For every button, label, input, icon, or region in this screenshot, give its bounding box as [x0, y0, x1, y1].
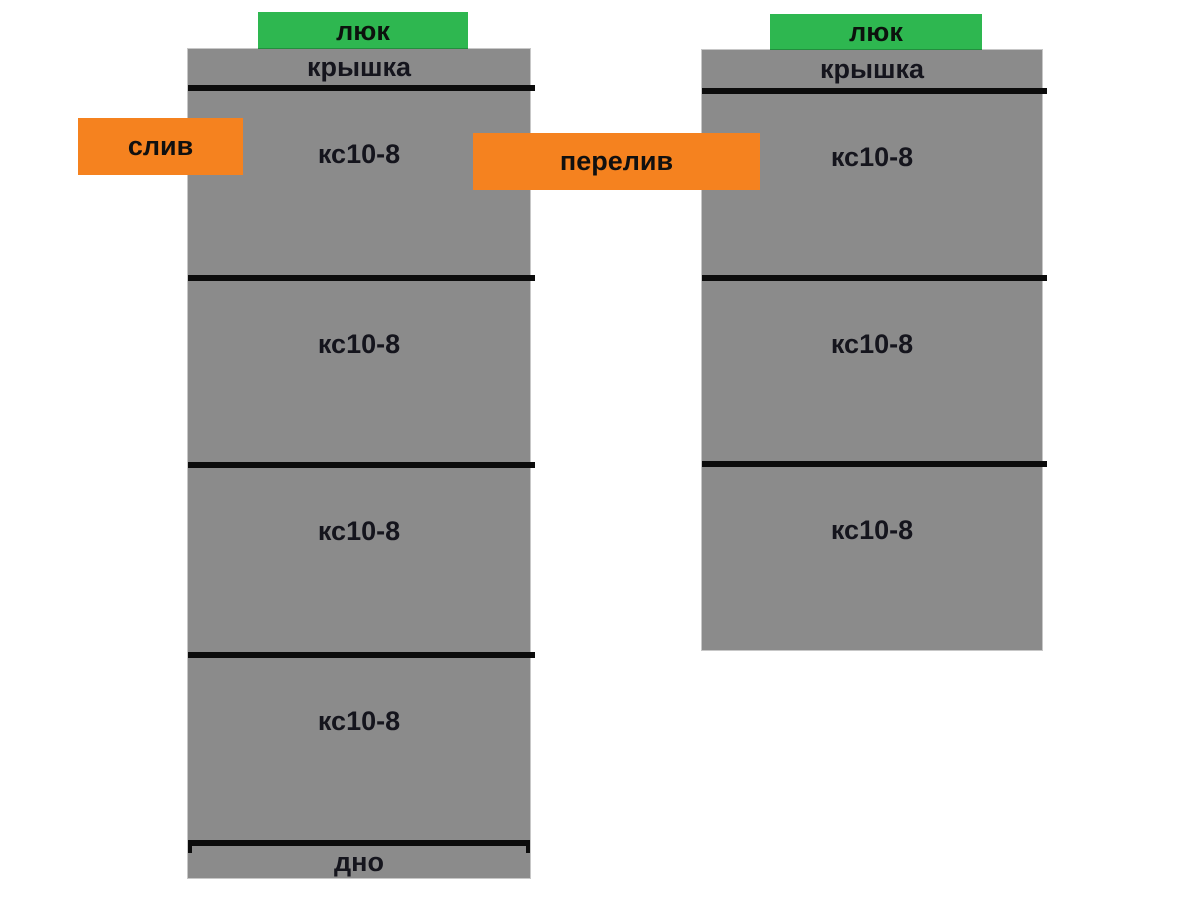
left-cover-label: крышка: [306, 51, 412, 82]
right-joint-line-3: [702, 461, 1047, 467]
left-ring-segment-1: кс10-8: [188, 91, 530, 275]
left-bottom-label: дно: [334, 846, 384, 877]
drain-label: слив: [127, 131, 194, 161]
left-ring-label-3: кс10-8: [317, 516, 401, 546]
right-joint-line-2: [702, 275, 1047, 281]
right-cover-segment: крышка: [702, 50, 1042, 88]
left-ring-segment-2: кс10-8: [188, 281, 530, 462]
right-ring-segment-2: кс10-8: [702, 281, 1042, 461]
left-ring-label-2: кс10-8: [317, 329, 401, 359]
left-ring-segment-4: кс10-8: [188, 658, 530, 840]
right-ring-label-3: кс10-8: [830, 515, 914, 545]
right-ring-segment-3: кс10-8: [702, 467, 1042, 650]
left-hatch-block: люк: [258, 12, 468, 50]
left-joint-line-1: [188, 85, 535, 91]
left-bottom-segment: дно: [188, 846, 530, 878]
overflow-label: перелив: [559, 146, 674, 176]
left-hatch-label: люк: [336, 15, 390, 46]
left-bottom-line: [188, 840, 530, 853]
left-joint-line-4: [188, 652, 535, 658]
right-cover-label: крышка: [819, 53, 925, 84]
left-ring-segment-3: кс10-8: [188, 468, 530, 652]
left-ring-label-4: кс10-8: [317, 706, 401, 736]
right-hatch-block: люк: [770, 14, 982, 51]
drain-tag: слив: [78, 118, 243, 175]
left-joint-line-3: [188, 462, 535, 468]
left-ring-label-1: кс10-8: [317, 139, 401, 169]
right-ring-label-1: кс10-8: [830, 142, 914, 172]
right-ring-segment-1: кс10-8: [702, 94, 1042, 275]
left-joint-line-2: [188, 275, 535, 281]
right-hatch-label: люк: [849, 17, 903, 47]
overflow-tag: перелив: [473, 133, 760, 190]
right-joint-line-1: [702, 88, 1047, 94]
right-ring-label-2: кс10-8: [830, 329, 914, 359]
left-cover-segment: крышка: [188, 49, 530, 85]
